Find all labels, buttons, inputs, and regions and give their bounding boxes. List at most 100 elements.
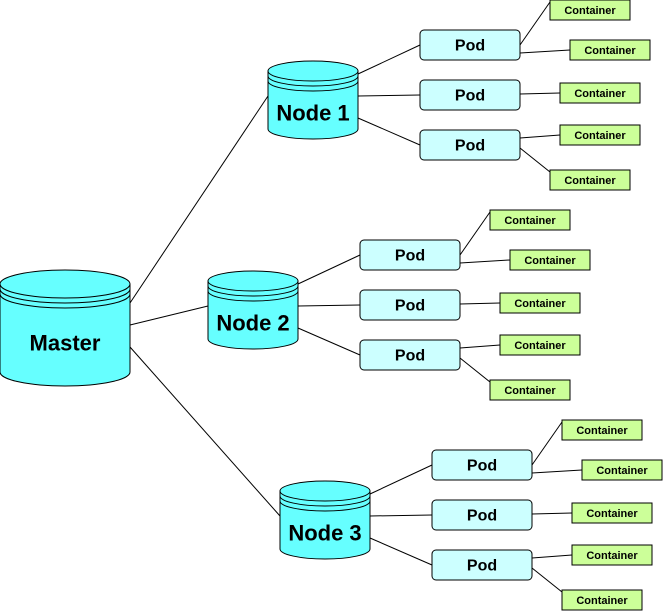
- edge-pod-1-3-container-2: [519, 147, 551, 173]
- container-3-1-2-shape: [581, 459, 663, 481]
- node-3-rim: [279, 500, 371, 512]
- pod-3-1[interactable]: Pod: [431, 449, 533, 481]
- master-rim: [0, 293, 131, 309]
- pod-2-2-shape: [359, 289, 461, 321]
- pod-1-1-shape: [419, 29, 521, 61]
- edge-pod-2-1-container-1: [459, 211, 491, 256]
- container-3-2-1-label: Container: [586, 508, 638, 520]
- pod-3-2[interactable]: Pod: [431, 499, 533, 531]
- container-1-1-2-shape: [569, 39, 651, 61]
- container-2-1-1-shape: [489, 209, 571, 231]
- container-3-1-1[interactable]: Container: [561, 419, 643, 441]
- node-1-top: [267, 60, 359, 82]
- pod-2-3-label: Pod: [395, 348, 425, 365]
- container-1-1-1-label: Container: [564, 5, 616, 17]
- node-3-rim: [279, 495, 371, 507]
- node-2-top: [207, 270, 299, 292]
- edge-pod-1-1-container-2: [519, 49, 571, 54]
- pod-3-1-label: Pod: [467, 458, 497, 475]
- container-1-3-2[interactable]: Container: [549, 169, 631, 191]
- container-2-1-1[interactable]: Container: [489, 209, 571, 231]
- pod-1-2[interactable]: Pod: [419, 79, 521, 111]
- container-2-3-2-shape: [489, 379, 571, 401]
- edge-master-node-2: [129, 305, 209, 326]
- node-2-body: [207, 280, 299, 350]
- edge-node-3-pod-1: [369, 464, 433, 495]
- edge-node-3-pod-3: [369, 537, 433, 566]
- container-3-1-1-shape: [561, 419, 643, 441]
- container-1-1-1-shape: [549, 0, 631, 21]
- edge-pod-2-1-container-2: [459, 259, 511, 264]
- master-rim: [0, 288, 131, 304]
- container-2-3-1[interactable]: Container: [499, 334, 581, 356]
- master[interactable]: Master: [0, 269, 131, 387]
- master-body: [0, 283, 131, 387]
- edge-pod-2-3-container-1: [459, 344, 501, 349]
- pod-2-1-label: Pod: [395, 248, 425, 265]
- container-1-3-2-shape: [549, 169, 631, 191]
- container-1-2-1-shape: [559, 82, 641, 104]
- pod-2-3-shape: [359, 339, 461, 371]
- edge-pod-3-3-container-2: [531, 567, 563, 593]
- edge-pod-3-1-container-1: [531, 421, 563, 466]
- container-1-1-2[interactable]: Container: [569, 39, 651, 61]
- edge-node-2-pod-3: [297, 327, 361, 356]
- edge-master-node-3: [129, 346, 281, 517]
- edge-pod-1-1-container-1: [519, 1, 551, 46]
- container-1-2-1[interactable]: Container: [559, 82, 641, 104]
- container-1-3-2-label: Container: [564, 175, 616, 187]
- container-2-1-2-shape: [509, 249, 591, 271]
- pod-2-1-shape: [359, 239, 461, 271]
- pod-3-2-label: Pod: [467, 508, 497, 525]
- pod-1-2-label: Pod: [455, 88, 485, 105]
- container-3-3-2[interactable]: Container: [561, 589, 643, 611]
- pod-2-2-label: Pod: [395, 298, 425, 315]
- node-1-rim: [267, 75, 359, 87]
- container-1-3-1-shape: [559, 124, 641, 146]
- node-3[interactable]: Node 3: [279, 480, 371, 560]
- pod-1-2-shape: [419, 79, 521, 111]
- container-1-3-1[interactable]: Container: [559, 124, 641, 146]
- container-3-1-2[interactable]: Container: [581, 459, 663, 481]
- container-1-2-1-label: Container: [574, 88, 626, 100]
- node-1[interactable]: Node 1: [267, 60, 359, 140]
- node-2-rim: [207, 285, 299, 297]
- connector-layer: [129, 1, 583, 593]
- container-1-1-1[interactable]: Container: [549, 0, 631, 21]
- container-3-3-1[interactable]: Container: [571, 544, 653, 566]
- container-3-3-2-label: Container: [576, 595, 628, 607]
- pod-2-2[interactable]: Pod: [359, 289, 461, 321]
- edge-node-2-pod-2: [297, 304, 361, 307]
- edge-node-1-pod-3: [357, 117, 421, 146]
- container-2-2-1[interactable]: Container: [499, 292, 581, 314]
- pod-2-3[interactable]: Pod: [359, 339, 461, 371]
- pod-2-1[interactable]: Pod: [359, 239, 461, 271]
- container-3-2-1[interactable]: Container: [571, 502, 653, 524]
- node-2-label: Node 2: [216, 311, 289, 336]
- edge-pod-3-2-container-1: [531, 512, 573, 515]
- container-2-3-2[interactable]: Container: [489, 379, 571, 401]
- node-2-rim: [207, 290, 299, 302]
- node-1-label: Node 1: [276, 101, 349, 126]
- container-2-2-1-label: Container: [514, 298, 566, 310]
- container-2-1-2-label: Container: [524, 255, 576, 267]
- container-3-3-2-shape: [561, 589, 643, 611]
- container-3-2-1-shape: [571, 502, 653, 524]
- pod-1-1[interactable]: Pod: [419, 29, 521, 61]
- container-3-3-1-shape: [571, 544, 653, 566]
- node-3-body: [279, 490, 371, 560]
- pod-1-3-shape: [419, 129, 521, 161]
- edge-node-3-pod-2: [369, 514, 433, 517]
- edge-pod-2-3-container-2: [459, 357, 491, 383]
- master-label: Master: [30, 331, 101, 356]
- node-3-label: Node 3: [288, 521, 361, 546]
- pod-1-3[interactable]: Pod: [419, 129, 521, 161]
- container-2-3-1-shape: [499, 334, 581, 356]
- container-1-3-1-label: Container: [574, 130, 626, 142]
- container-2-1-2[interactable]: Container: [509, 249, 591, 271]
- container-2-1-1-label: Container: [504, 215, 556, 227]
- edge-pod-1-3-container-1: [519, 134, 561, 139]
- node-2[interactable]: Node 2: [207, 270, 299, 350]
- pod-3-2-shape: [431, 499, 533, 531]
- pod-3-3[interactable]: Pod: [431, 549, 533, 581]
